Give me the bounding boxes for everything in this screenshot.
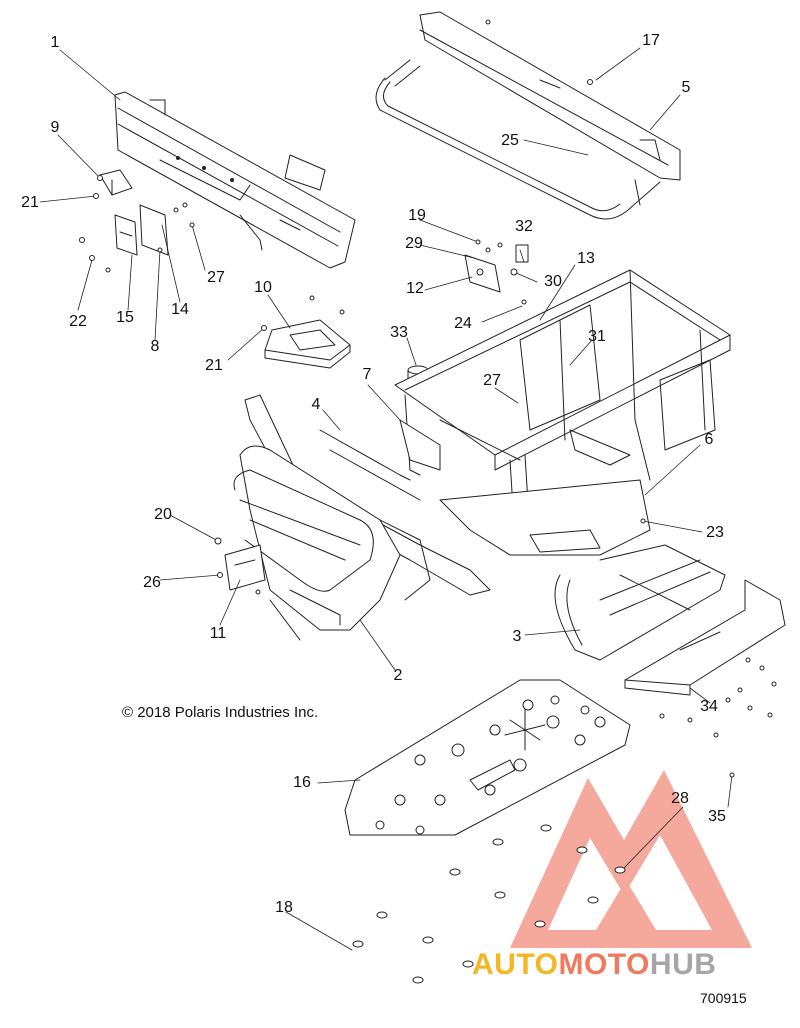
callout-11: 11 [209,625,227,642]
callout-18: 18 [275,899,293,916]
callout-2: 2 [393,667,403,684]
callout-3: 3 [512,628,522,645]
callout-21-top: 21 [21,194,39,211]
callout-33: 33 [390,324,408,341]
callout-27-frame: 27 [483,372,501,389]
part-2-front-frame [233,445,431,641]
callout-6: 6 [704,431,714,448]
rubber-isolators [352,824,626,984]
leader-lines [39,47,733,951]
callout-29: 29 [405,235,423,252]
callout-14: 14 [171,301,189,318]
callout-23: 23 [706,524,724,541]
callout-28: 28 [671,790,689,807]
callout-22: 22 [69,313,87,330]
part-3-rear-frame [554,544,726,661]
part-5-rear-rack [375,11,681,220]
copyright-notice: © 2018 Polaris Industries Inc. [122,704,319,721]
callout-21-plate: 21 [205,357,223,374]
diagram-number: 700915 [700,990,747,1006]
callout-12: 12 [406,280,424,297]
watermark-auto: AUTO [472,948,559,981]
callout-31: 31 [588,328,606,345]
part-7-crossbar [399,419,441,471]
watermark-hub: HUB [649,948,717,981]
part-13-main-frame [394,269,731,541]
callout-19: 19 [408,207,426,224]
part-1-front-crossmember [114,91,356,269]
callout-34: 34 [700,698,718,715]
callout-8: 8 [150,338,160,355]
callout-13: 13 [577,250,595,267]
callout-16: 16 [293,774,311,791]
part-34-rear-skid [624,579,786,696]
callout-15: 15 [116,309,134,326]
part-14-15-brackets [114,204,169,256]
callout-27-top: 27 [207,269,225,286]
part-6-panel [439,479,651,556]
callout-10: 10 [254,279,272,296]
callout-1: 1 [50,34,60,51]
part-9-bracket [99,169,133,196]
part-11-bracket [224,544,266,591]
callout-4: 4 [311,396,321,413]
callout-9: 9 [50,119,60,136]
fasteners [79,19,777,778]
callout-25: 25 [501,132,519,149]
part-32-fastener [515,244,529,263]
callout-17: 17 [642,32,660,49]
watermark-logo [510,770,752,948]
callout-5: 5 [681,79,691,96]
callout-7: 7 [362,366,372,383]
skid-plate-holes [375,695,606,835]
callout-26: 26 [143,574,161,591]
part-10-plate [264,319,351,369]
part-12-bracket [464,254,501,293]
callout-24: 24 [454,315,472,332]
callout-32: 32 [515,218,533,235]
part-16-skid-plate [344,679,631,836]
callout-30: 30 [544,273,562,290]
callout-20: 20 [154,506,172,523]
watermark-moto: MOTO [558,948,650,981]
watermark-wordmark: AUTOMOTOHUB [472,950,716,980]
callout-35: 35 [708,808,726,825]
